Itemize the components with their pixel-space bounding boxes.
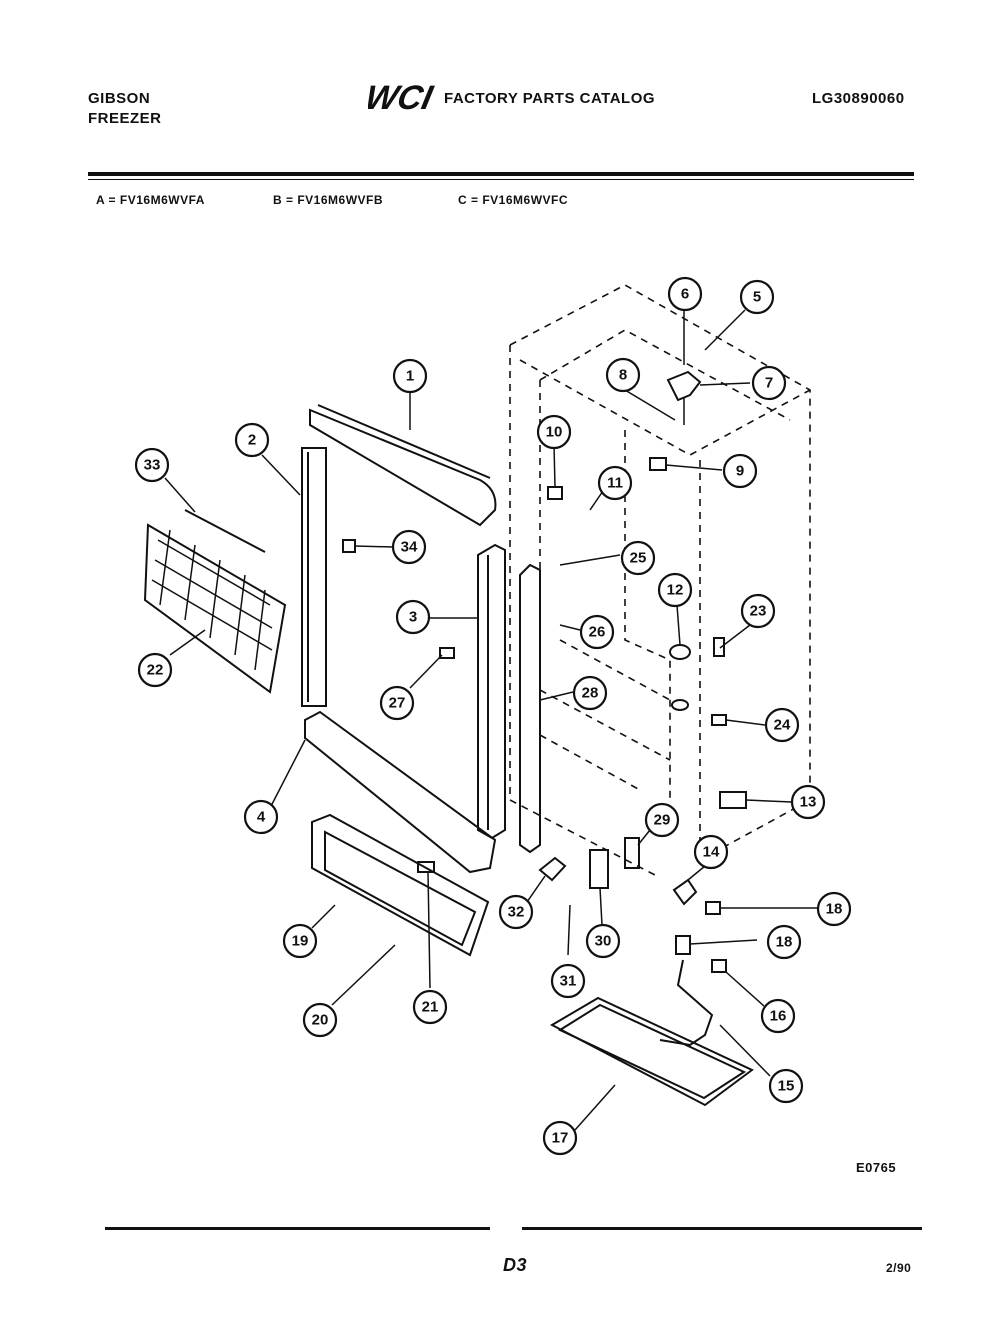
svg-text:33: 33 [144, 457, 161, 474]
callout-24: 24 [764, 707, 800, 743]
callout-3: 3 [395, 599, 431, 635]
svg-text:31: 31 [560, 973, 577, 990]
callout-34: 34 [391, 529, 427, 565]
date-code: 2/90 [886, 1261, 912, 1275]
callout-18-lower: 18 [766, 924, 802, 960]
svg-text:28: 28 [582, 685, 599, 702]
catalog-number: LG30890060 [812, 90, 905, 107]
gasket-side-2 [301, 447, 327, 707]
catalog-title: FACTORY PARTS CATALOG [444, 90, 656, 107]
svg-text:30: 30 [595, 933, 612, 950]
callout-7: 7 [751, 365, 787, 401]
callout-1: 1 [392, 358, 428, 394]
callout-4: 4 [243, 799, 279, 835]
gasket-side-3 [477, 543, 506, 840]
svg-text:32: 32 [508, 904, 525, 921]
gasket-bottom-4 [304, 710, 497, 874]
svg-text:4: 4 [257, 809, 266, 826]
callout-12: 12 [657, 572, 693, 608]
svg-text:WCI: WCI [368, 79, 437, 114]
svg-text:14: 14 [703, 844, 720, 861]
callout-33: 33 [134, 447, 170, 483]
model-c: C = FV16M6WVFC [458, 193, 569, 207]
svg-text:11: 11 [607, 475, 623, 492]
svg-text:9: 9 [736, 463, 744, 480]
callout-21: 21 [412, 989, 448, 1025]
svg-text:6: 6 [681, 286, 689, 303]
svg-text:18: 18 [776, 934, 793, 951]
svg-text:24: 24 [774, 717, 791, 734]
callout-22: 22 [137, 652, 173, 688]
svg-text:26: 26 [589, 624, 606, 641]
svg-text:25: 25 [630, 550, 647, 567]
grille-22 [143, 523, 287, 694]
svg-text:12: 12 [667, 582, 684, 599]
callout-31: 31 [550, 963, 586, 999]
svg-text:2: 2 [248, 432, 256, 449]
divider-28 [519, 563, 541, 854]
callout-11: 11 [597, 465, 633, 501]
model-a: A = FV16M6WVFA [96, 193, 205, 207]
svg-text:17: 17 [552, 1130, 569, 1147]
callout-6: 6 [667, 276, 703, 312]
svg-text:20: 20 [312, 1012, 329, 1029]
svg-text:27: 27 [389, 695, 406, 712]
svg-text:8: 8 [619, 367, 627, 384]
callout-8: 8 [605, 357, 641, 393]
callout-28: 28 [572, 675, 608, 711]
svg-text:15: 15 [778, 1078, 795, 1095]
callout-17: 17 [542, 1120, 578, 1156]
callout-19: 19 [282, 923, 318, 959]
page-code: D3 [503, 1255, 528, 1275]
svg-text:16: 16 [770, 1008, 787, 1025]
drain-pan-17 [549, 996, 754, 1107]
callout-25: 25 [620, 540, 656, 576]
small-hardware [342, 370, 747, 973]
callout-23: 23 [740, 593, 776, 629]
callout-15: 15 [768, 1068, 804, 1104]
callout-13: 13 [790, 784, 826, 820]
svg-text:13: 13 [800, 794, 817, 811]
model-b: B = FV16M6WVFB [273, 193, 384, 207]
callout-26: 26 [579, 614, 615, 650]
svg-text:3: 3 [409, 609, 417, 626]
callout-2: 2 [234, 422, 270, 458]
svg-text:19: 19 [292, 933, 309, 950]
callout-5: 5 [739, 279, 775, 315]
callout-9: 9 [722, 453, 758, 489]
gasket-top-1 [309, 404, 497, 527]
product-type: FREEZER [88, 110, 162, 127]
footer-rule-right [522, 1227, 922, 1230]
svg-text:34: 34 [401, 539, 418, 556]
kick-plate-19 [311, 813, 490, 957]
footer-rule-left [105, 1227, 490, 1230]
rod-33 [184, 509, 266, 553]
callout-18-upper: 18 [816, 891, 852, 927]
svg-text:29: 29 [654, 812, 671, 829]
drain-tube-15 [659, 959, 714, 1047]
callout-16: 16 [760, 998, 796, 1034]
callout-14: 14 [693, 834, 729, 870]
wci-logo: WCI [368, 79, 437, 114]
callout-29: 29 [644, 802, 680, 838]
brand-name: GIBSON [88, 90, 151, 107]
callout-27: 27 [379, 685, 415, 721]
callout-20: 20 [302, 1002, 338, 1038]
header-rule-thin [88, 179, 914, 180]
svg-text:7: 7 [765, 375, 773, 392]
svg-text:1: 1 [406, 368, 414, 385]
header-rule-thick [88, 172, 914, 176]
svg-text:5: 5 [753, 289, 761, 306]
callout-30: 30 [585, 923, 621, 959]
svg-text:21: 21 [422, 999, 439, 1016]
callout-10: 10 [536, 414, 572, 450]
diagram-code: E0765 [856, 1160, 897, 1175]
svg-text:18: 18 [826, 901, 843, 918]
svg-text:23: 23 [750, 603, 767, 620]
svg-text:22: 22 [147, 662, 164, 679]
callout-32: 32 [498, 894, 534, 930]
svg-text:10: 10 [546, 424, 563, 441]
